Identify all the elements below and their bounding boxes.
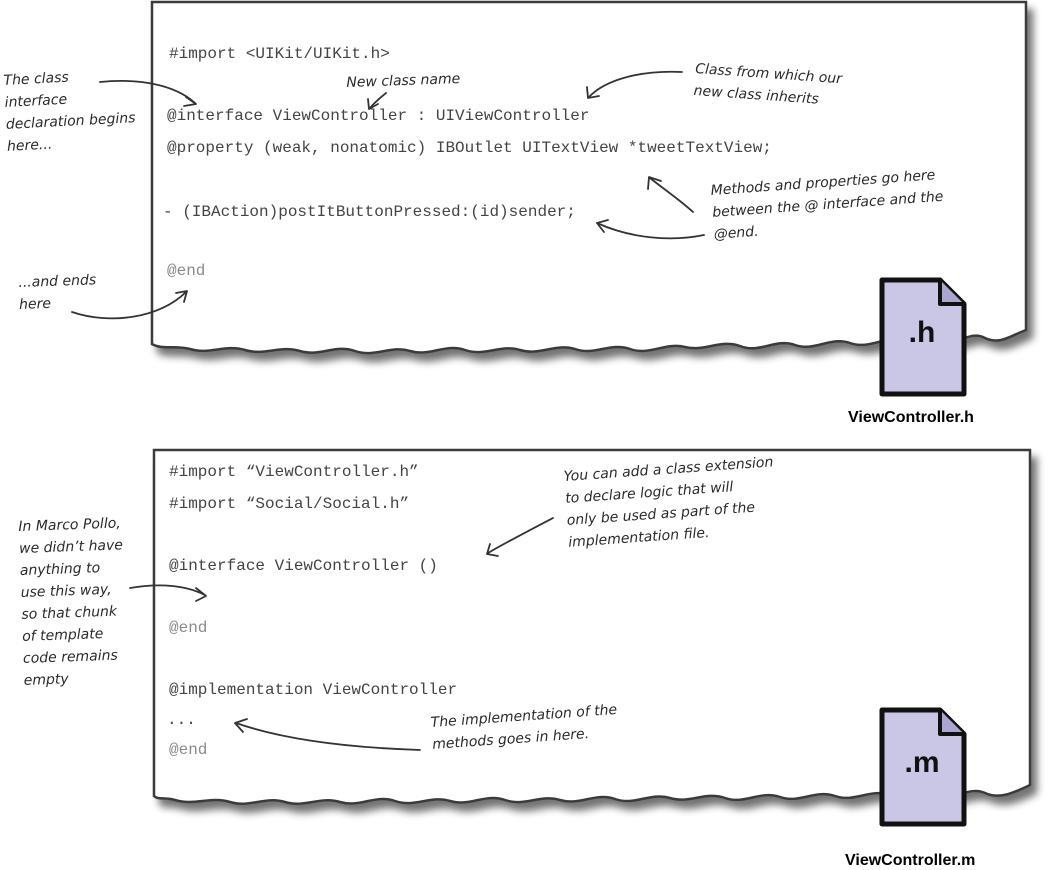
code-class-extension: @interface ViewController (): [169, 557, 438, 575]
annotation-class-begins: The class interface declaration begins h…: [3, 69, 136, 155]
document-icon: [879, 277, 967, 397]
annotation-class-extension: You can add a class extension to declare…: [563, 454, 774, 551]
code-property-declaration: @property (weak, nonatomic) IBOutlet UIT…: [167, 139, 772, 157]
code-end: @end: [167, 262, 206, 280]
annotation-new-class-name: New class name: [346, 71, 461, 91]
code-method-declaration: - (IBAction)postItButtonPressed:(id)send…: [163, 203, 576, 221]
file-extension-label: .h: [908, 316, 936, 349]
code-import-uikit: #import <UIKit/UIKit.h>: [169, 45, 390, 63]
file-extension-label: .m: [904, 746, 940, 779]
code-end-extension: @end: [169, 619, 208, 637]
code-implementation: @implementation ViewController: [169, 681, 458, 699]
header-file-icon: .h: [876, 276, 968, 400]
annotation-ends-here: ...and ends here: [18, 272, 97, 313]
code-end-implementation: @end: [169, 741, 208, 759]
annotation-marco-pollo: In Marco Pollo, we didn’t have anything …: [18, 515, 124, 689]
code-ellipsis: ...: [167, 711, 196, 729]
code-import-viewcontroller: #import “ViewController.h”: [169, 463, 419, 481]
implementation-file-caption: ViewController.m: [845, 852, 976, 869]
header-file-caption: ViewController.h: [848, 409, 974, 426]
code-import-social: #import “Social/Social.h”: [169, 495, 410, 513]
document-icon: [879, 707, 967, 827]
code-interface-declaration: @interface ViewController : UIViewContro…: [167, 107, 590, 125]
implementation-file-icon: .m: [876, 706, 968, 830]
